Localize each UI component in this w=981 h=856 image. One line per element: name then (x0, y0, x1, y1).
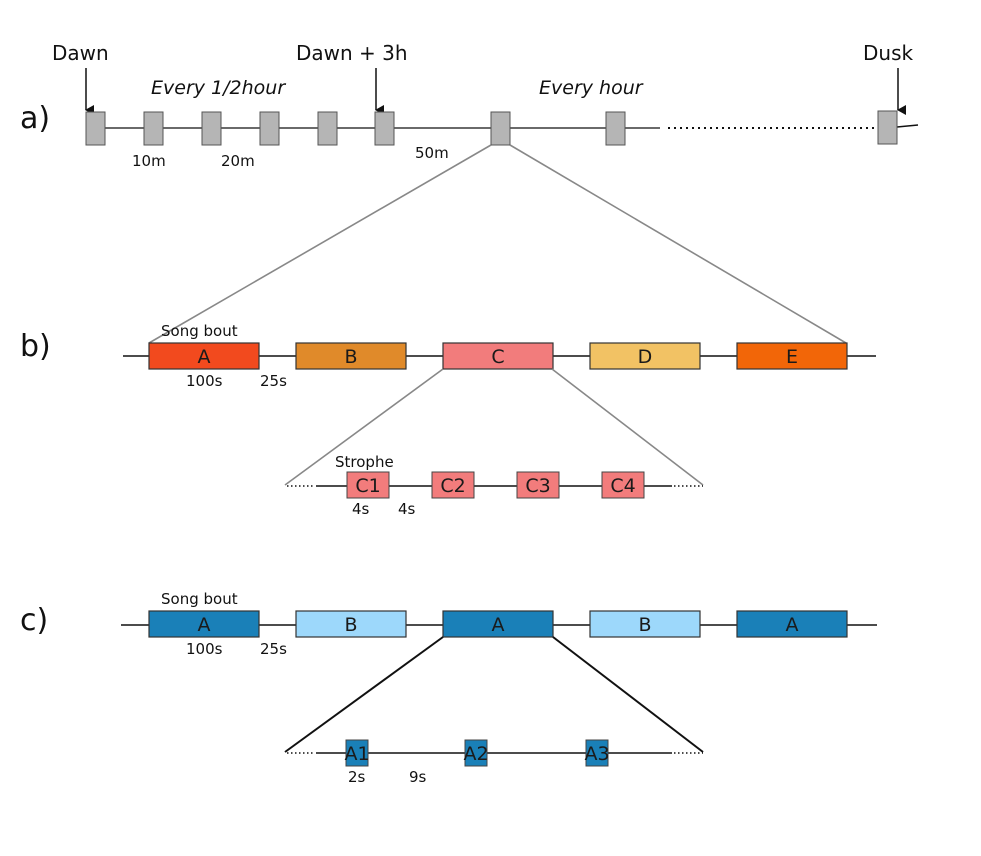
gap-20m-label: 20m (221, 152, 255, 170)
every-half-hour-label: Every 1/2hour (151, 77, 286, 99)
bout-gap-label: 25s (260, 640, 287, 658)
bout-gap-label: 25s (260, 372, 287, 390)
recording-block (259, 111, 280, 146)
dawn-label: Dawn (52, 41, 109, 65)
recording-block (85, 111, 106, 146)
song-bout-box (148, 342, 260, 370)
song-bout-b: B (295, 342, 407, 370)
panel-a-label: a) (20, 101, 50, 136)
panel-a: a) Dawn Dawn + 3h Dusk Every 1/2hour Eve… (20, 41, 919, 344)
song-bout-box (442, 342, 554, 370)
strophe-label-text: C2 (440, 475, 465, 497)
gap-10m-label: 10m (132, 152, 166, 170)
song-bout-label-text: A (198, 346, 211, 368)
song-bout-box (148, 610, 260, 638)
strophe-box (345, 739, 369, 767)
song-bout-box (736, 610, 848, 638)
zoom-line-left (284, 636, 444, 753)
dawn-plus-3h-label: Dawn + 3h (296, 41, 408, 65)
dusk-label: Dusk (863, 41, 913, 65)
strophe-box (464, 739, 488, 767)
strophe-box (601, 471, 645, 499)
strophe-c2: C2 (431, 471, 475, 499)
song-bout-label-text: A (492, 614, 505, 636)
gap-50m-label: 50m (415, 144, 449, 162)
recording-block (490, 111, 511, 146)
strophe-box (516, 471, 560, 499)
strophe-label-text: C1 (355, 475, 380, 497)
strophe-a2: A2 (463, 739, 489, 767)
zoom-line-left (148, 144, 492, 344)
song-bout-a: A (736, 610, 848, 638)
song-bout-b: B (295, 610, 407, 638)
song-bout-box (442, 610, 554, 638)
strophe-label-text: A3 (584, 743, 609, 765)
song-bout-label: Song bout (161, 322, 238, 340)
strophe-box (585, 739, 609, 767)
song-bout-label-text: E (786, 346, 798, 368)
strophe-label-text: A1 (344, 743, 369, 765)
song-bout-box (589, 342, 701, 370)
every-hour-label: Every hour (539, 77, 644, 99)
strophe-a1: A1 (344, 739, 370, 767)
recording-block (605, 111, 626, 146)
song-bout-b: B (589, 610, 701, 638)
song-bout-box (295, 342, 407, 370)
panel-c: c) Song bout A B A B A 100s 25s A1 A2 A3 2s 9s (20, 590, 877, 786)
strophe-box (346, 471, 390, 499)
recording-block (201, 111, 222, 146)
song-bout-label-text: A (786, 614, 799, 636)
recording-block (143, 111, 164, 146)
strophe-label-text: C4 (610, 475, 635, 497)
bout-duration-label: 100s (186, 640, 223, 658)
song-bout-a: A (148, 342, 260, 370)
timeline-a-end (896, 124, 919, 128)
strophes-c: A1 A2 A3 (344, 739, 610, 767)
recording-block (374, 111, 395, 146)
song-bout-label-text: B (344, 614, 357, 636)
panel-b: b) Song bout A B C D E 100s 25s Strophe C1 C2… (20, 322, 876, 518)
song-bout-e: E (736, 342, 848, 370)
song-bout-c: C (442, 342, 554, 370)
song-bouts-b: A B C D E (148, 342, 848, 370)
song-bout-a: A (148, 610, 260, 638)
song-bout-label-text: A (198, 614, 211, 636)
strophe-a3: A3 (584, 739, 610, 767)
song-bout-label-text: B (344, 346, 357, 368)
strophe-c4: C4 (601, 471, 645, 499)
song-bout-box (736, 342, 848, 370)
panel-c-label: c) (20, 603, 48, 638)
strophe-duration-label: 2s (348, 768, 366, 786)
song-bout-label-text: D (638, 346, 653, 368)
strophe-label-text: C3 (525, 475, 550, 497)
strophes-b: C1 C2 C3 C4 (346, 471, 645, 499)
zoom-line-right (551, 368, 704, 486)
panel-b-label: b) (20, 329, 51, 364)
zoom-line-left (284, 368, 444, 486)
strophe-label-text: A2 (463, 743, 488, 765)
song-bout-label-text: B (638, 614, 651, 636)
strophe-duration-label: 4s (352, 500, 370, 518)
strophe-gap-label: 9s (409, 768, 427, 786)
recording-block (877, 110, 898, 145)
song-bout-label: Song bout (161, 590, 238, 608)
bout-duration-label: 100s (186, 372, 223, 390)
song-bout-a: A (442, 610, 554, 638)
strophe-gap-label: 4s (398, 500, 416, 518)
song-bout-label-text: C (491, 346, 504, 368)
strophe-c1: C1 (346, 471, 390, 499)
zoom-line-right (509, 144, 847, 344)
recording-block (317, 111, 338, 146)
song-bout-box (295, 610, 407, 638)
strophe-label: Strophe (335, 453, 394, 471)
song-bout-d: D (589, 342, 701, 370)
zoom-line-right (552, 636, 704, 753)
song-bout-box (589, 610, 701, 638)
strophe-c3: C3 (516, 471, 560, 499)
strophe-box (431, 471, 475, 499)
